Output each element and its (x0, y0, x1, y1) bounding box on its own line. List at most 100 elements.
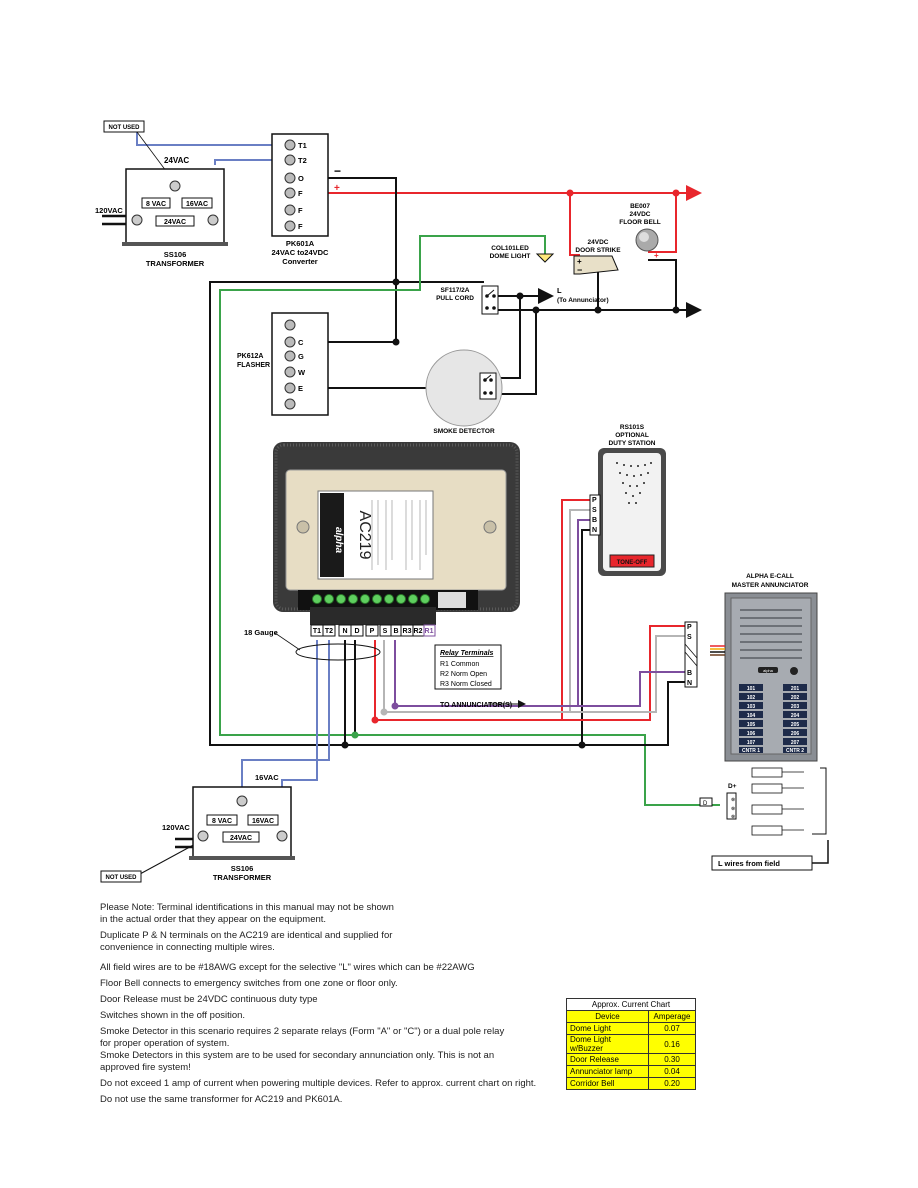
wire-green-field (355, 734, 720, 806)
wire-gray-master (384, 635, 685, 713)
note-smoke-detector: Smoke Detector in this scenario requires… (100, 1026, 505, 1073)
wire-black-bell (648, 259, 677, 310)
svg-text:SF117/2A: SF117/2A (441, 287, 470, 294)
ac219-terminal-labels: T1 T2 N D P S B R3 R2 R1 (310, 624, 436, 637)
svg-text:T1: T1 (298, 141, 307, 150)
relay-terminals-box: Relay Terminals R1 Common R2 Norm Open R… (434, 644, 502, 690)
svg-text:SMOKE DETECTOR: SMOKE DETECTOR (433, 428, 495, 435)
svg-text:D+: D+ (728, 783, 737, 790)
wire-black-smoke-2 (498, 310, 537, 395)
svg-text:P: P (592, 497, 597, 504)
svg-text:R1 Common: R1 Common (440, 661, 479, 668)
transformer-bottom: 16VAC 120VAC 8 VAC 16VAC 24VAC SS106 TRA… (100, 773, 295, 883)
note-floor-bell: Floor Bell connects to emergency switche… (100, 978, 398, 989)
svg-text:N: N (342, 628, 347, 635)
svg-text:24VAC: 24VAC (164, 156, 189, 165)
wires (102, 132, 829, 875)
svg-text:⊗: ⊗ (731, 806, 735, 812)
svg-text:R2: R2 (414, 628, 423, 635)
svg-text:16VAC: 16VAC (252, 818, 274, 825)
svg-text:P: P (687, 624, 692, 631)
svg-text:F: F (298, 222, 303, 231)
table-row: Door Release 0.30 (566, 1053, 696, 1066)
ac219-controller: alpha AC219 T1 T2 N D P S B R3 R2 R (244, 442, 520, 661)
svg-text:BE007: BE007 (630, 203, 650, 210)
svg-text:−: − (577, 265, 582, 275)
svg-text:207: 207 (791, 740, 800, 746)
chart-header-amperage: Amperage (648, 1010, 696, 1023)
svg-text:N: N (592, 527, 597, 534)
note-transformer: Do not use the same transformer for AC21… (100, 1094, 343, 1105)
svg-text:R3 Norm Closed: R3 Norm Closed (440, 681, 492, 688)
note-current-limit: Do not exceed 1 amp of current when powe… (100, 1078, 537, 1089)
note-field-wires: All field wires are to be #18AWG except … (100, 962, 475, 973)
svg-text:T2: T2 (298, 156, 307, 165)
svg-text:120VAC: 120VAC (162, 823, 190, 832)
svg-text:D: D (354, 628, 359, 635)
ac219-model: AC219 (356, 511, 373, 560)
to-annunciators-label: TO ANNUNCIATOR(S) (440, 702, 512, 709)
wire-black-strike (580, 269, 599, 310)
wire-blue-t2 (214, 159, 290, 165)
svg-text:DOME LIGHT: DOME LIGHT (490, 253, 531, 260)
svg-text:RS101S: RS101S (620, 424, 645, 431)
svg-text:FLASHER: FLASHER (237, 362, 270, 369)
wire-blue-t2-bottom (241, 640, 330, 800)
svg-text:+: + (577, 257, 582, 266)
svg-text:104: 104 (747, 713, 756, 719)
svg-text:R1: R1 (425, 628, 434, 635)
svg-text:PULL CORD: PULL CORD (436, 295, 474, 302)
svg-text:101: 101 (747, 686, 756, 692)
svg-text:L wires from field: L wires from field (718, 859, 780, 868)
svg-text:24VDC: 24VDC (630, 211, 651, 218)
not-used-label-top: NOT USED (108, 125, 140, 131)
svg-text:PK612A: PK612A (237, 353, 263, 360)
svg-text:S: S (383, 628, 388, 635)
svg-text:102: 102 (747, 695, 756, 701)
svg-text:106: 106 (747, 731, 756, 737)
svg-text:CNTR 1: CNTR 1 (742, 748, 760, 754)
svg-text:202: 202 (791, 695, 800, 701)
svg-text:18 Gauge: 18 Gauge (244, 628, 278, 637)
tone-off-button: TONE-OFF (617, 560, 648, 566)
wire-blue-t1 (136, 132, 290, 146)
wire-black-o (290, 177, 397, 343)
svg-text:103: 103 (747, 704, 756, 710)
svg-text:F: F (298, 206, 303, 215)
flasher-pk612a: C G W E PK612A FLASHER (237, 312, 329, 416)
svg-text:MASTER ANNUNCIATOR: MASTER ANNUNCIATOR (732, 582, 809, 589)
dplus-terminal: D+ ⊗⊗⊗ D (699, 783, 737, 820)
svg-text:DOOR STRIKE: DOOR STRIKE (575, 247, 621, 254)
svg-text:S: S (687, 634, 692, 641)
wire-field-2 (812, 840, 829, 864)
floor-bell: BE007 24VDC FLOOR BELL + (619, 203, 661, 260)
svg-text:120VAC: 120VAC (95, 206, 123, 215)
transformer-top: NOT USED 24VAC 120VAC 8 VAC 16VAC 24VAC … (95, 120, 228, 268)
table-row: Corridor Bell 0.20 (566, 1077, 696, 1090)
svg-text:8 VAC: 8 VAC (146, 201, 166, 208)
svg-text:R2 Norm Open: R2 Norm Open (440, 671, 487, 678)
svg-text:W: W (298, 368, 306, 377)
svg-text:Relay Terminals: Relay Terminals (440, 650, 494, 657)
svg-text:⊗: ⊗ (731, 814, 735, 820)
svg-text:B: B (393, 628, 398, 635)
svg-text:205: 205 (791, 722, 800, 728)
svg-text:201: 201 (791, 686, 800, 692)
svg-text:D: D (703, 801, 708, 807)
field-label-box: L wires from field (711, 855, 813, 871)
svg-text:T1: T1 (313, 628, 321, 635)
current-chart: Approx. Current Chart Device Amperage Do… (566, 998, 696, 1090)
table-row: Dome Light w/Buzzer 0.16 (566, 1034, 696, 1054)
svg-text:107: 107 (747, 740, 756, 746)
svg-text:B: B (687, 670, 692, 677)
wire-red-strike (569, 193, 580, 256)
svg-text:OPTIONAL: OPTIONAL (615, 432, 649, 439)
svg-text:+: + (654, 251, 659, 260)
svg-text:R3: R3 (403, 628, 412, 635)
svg-text:24VAC: 24VAC (164, 219, 186, 226)
ac219-terminal-screws (312, 594, 430, 604)
wire-purple-master (395, 671, 685, 707)
svg-text:alpha: alpha (763, 668, 774, 673)
svg-text:S: S (592, 507, 597, 514)
